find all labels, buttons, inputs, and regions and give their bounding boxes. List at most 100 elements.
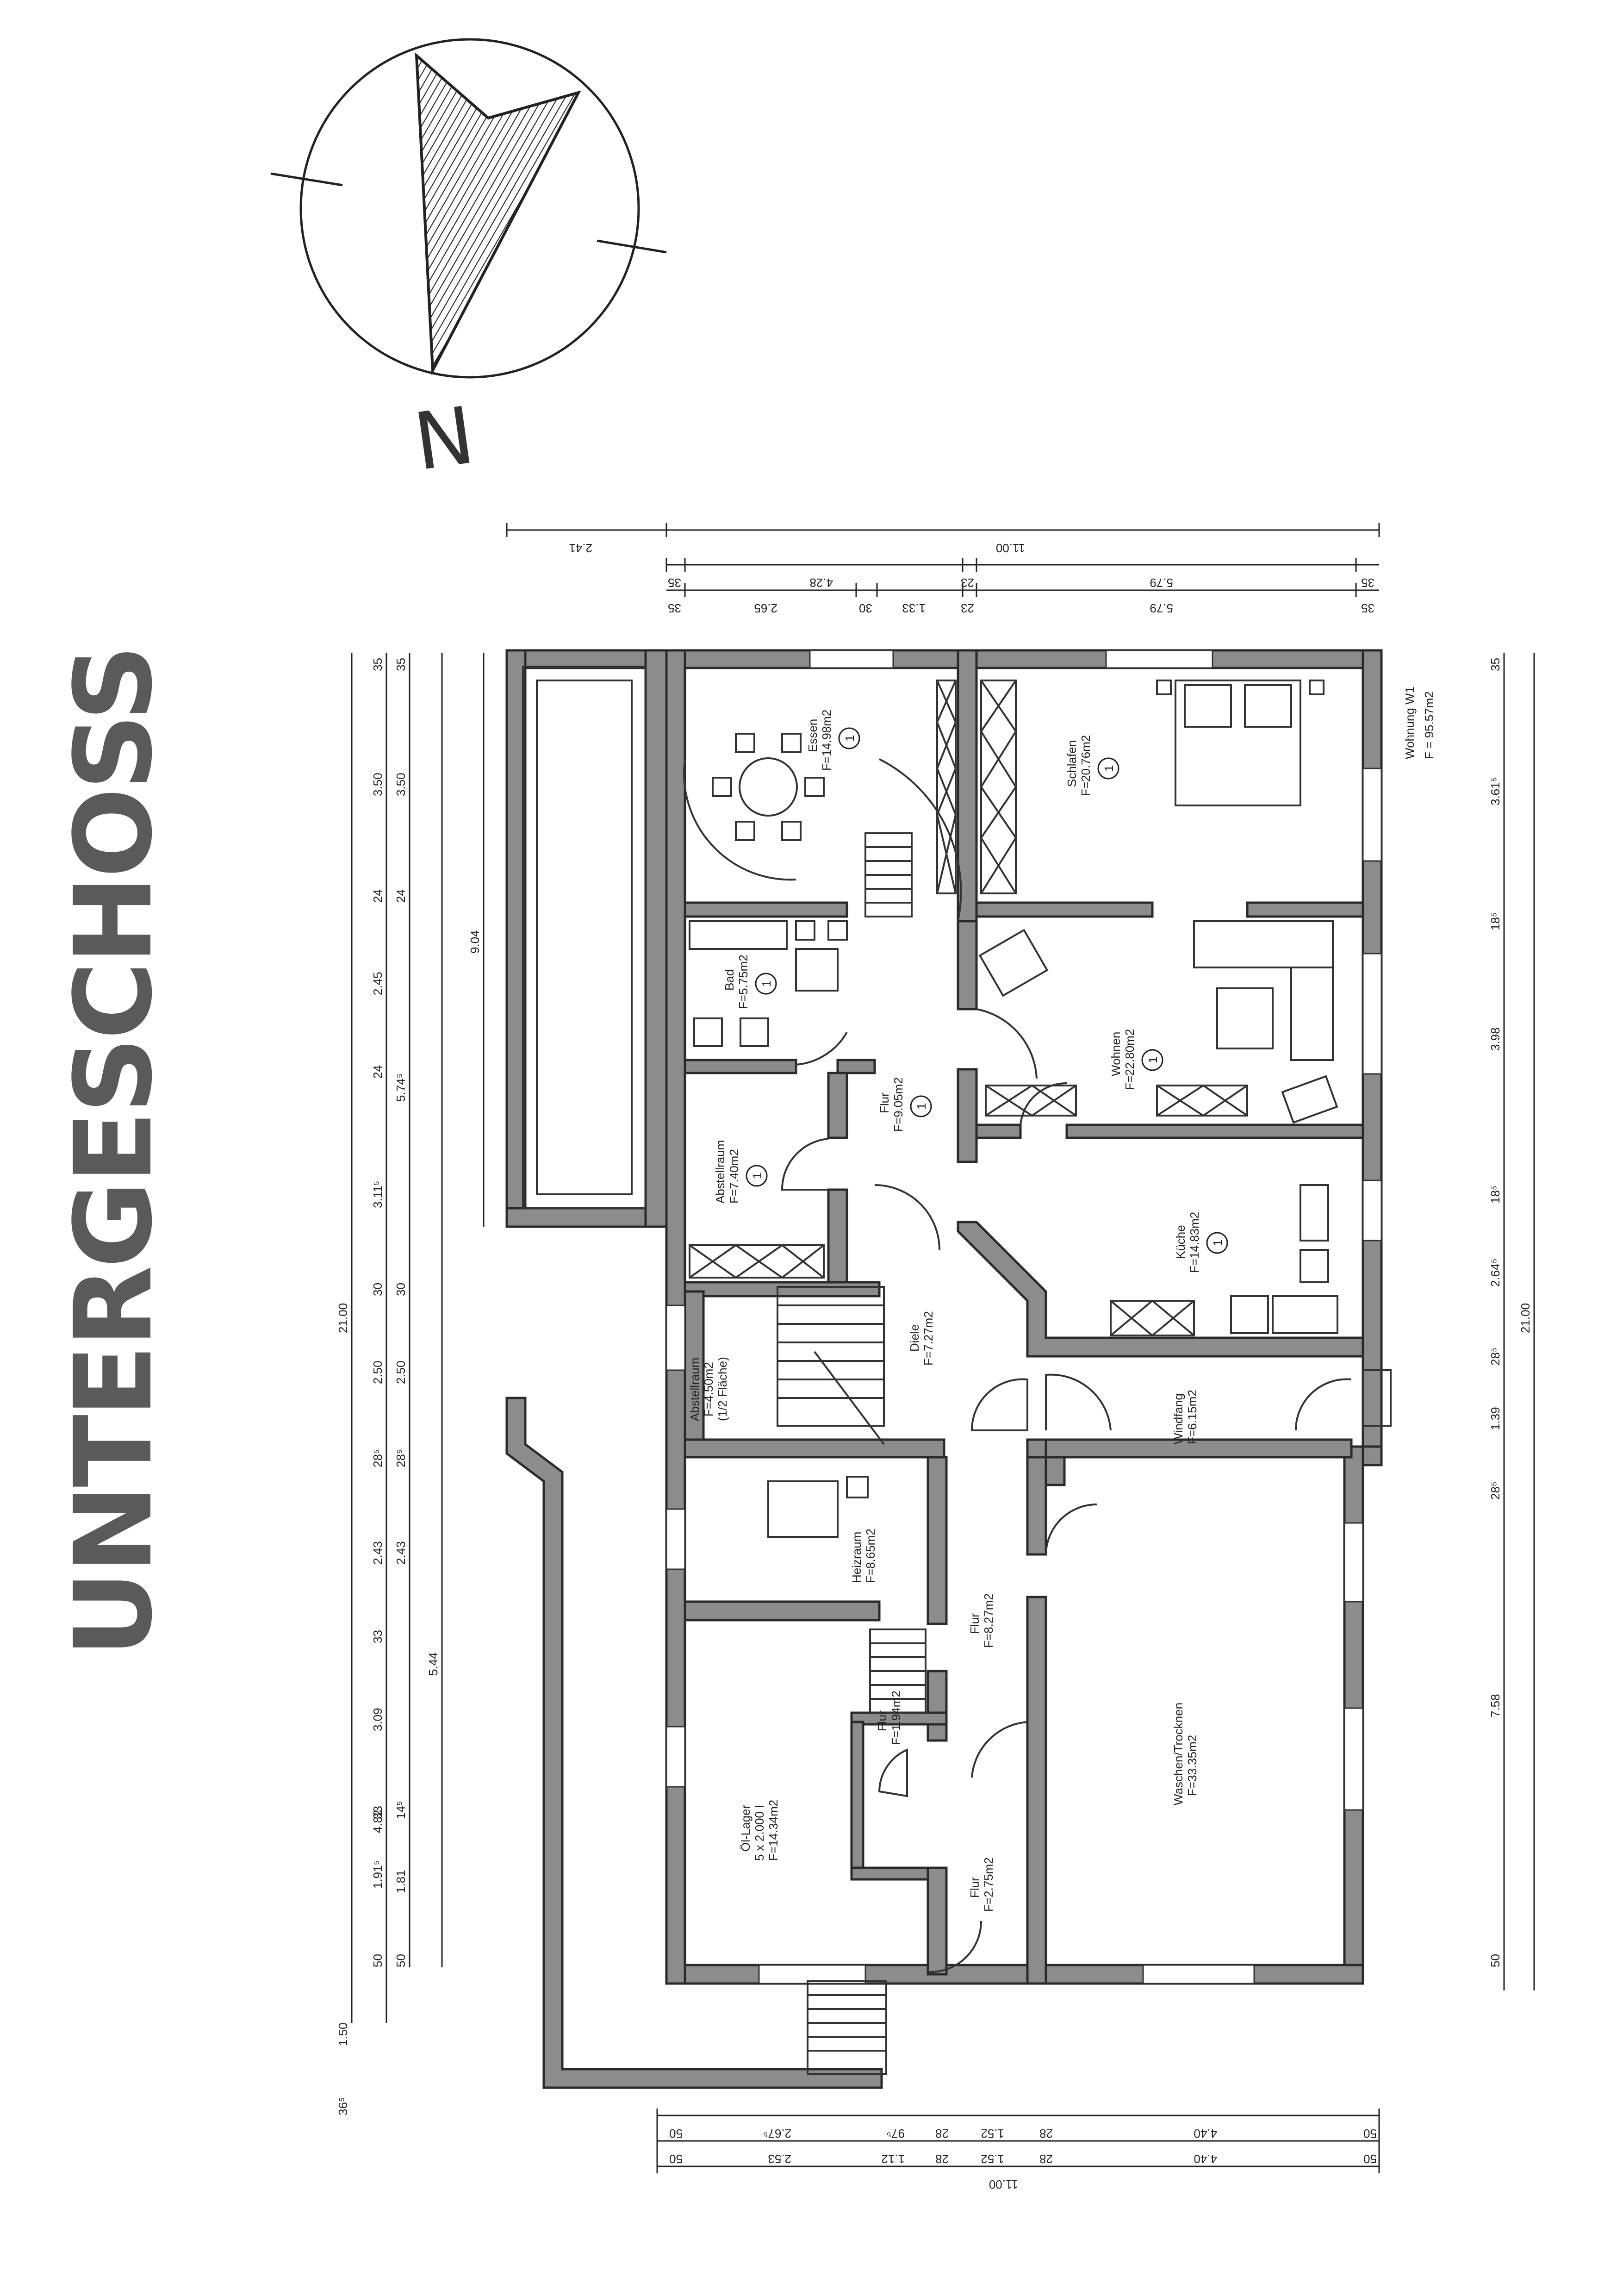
dim-left-c1-5: 3.11⁵ (371, 1181, 385, 1208)
north-arrow-icon (415, 52, 581, 376)
room-diele-area: F=7.27m2 (921, 1311, 935, 1366)
dim-left-c2-6: 28⁵ (394, 1449, 408, 1467)
dim-left-mid2: 5.44 (426, 1652, 440, 1676)
dim-top-row3-2: 30 (859, 601, 872, 615)
doors (683, 758, 1352, 1973)
dim-right-4: 18⁵ (1488, 1185, 1502, 1204)
room-kueche-num: 1 (1211, 1240, 1225, 1246)
apartment-area: F = 95.57m2 (1422, 691, 1436, 759)
room-schlafen-area: F=20.76m2 (1079, 735, 1093, 796)
room-abstell1-name: Abstellraum (713, 1140, 727, 1204)
dim-left-c2-4: 30 (394, 1283, 408, 1296)
dim-left-c2-9: 1.81 (394, 1870, 408, 1893)
room-wohnen: Wohnen F=22.80m2 1 (1109, 1029, 1163, 1090)
room-kueche-name: Küche (1174, 1225, 1188, 1259)
dim-bottom-r1-6: 4.40 (1194, 2127, 1217, 2140)
dim-top-row3-5: 5.79 (1150, 601, 1173, 615)
room-waschen-name: Waschen/Trocknen (1171, 1703, 1185, 1805)
left-dimensions: 21.00 9.04 5.44 4.82 35 3.50 24 2.45 24 … (336, 653, 485, 2115)
room-oellager-line2: 5 x 2.000 l (752, 1805, 766, 1861)
north-compass: N (270, 38, 667, 489)
dim-left-overall: 21.00 (336, 1303, 350, 1333)
dim-bottom-r2-0: 50 (669, 2152, 683, 2166)
dim-bottom-r2-2: 1.12 (881, 2152, 905, 2166)
room-oellager-area: F=14.34m2 (766, 1800, 780, 1861)
dim-left-c2-8: 14⁵ (394, 1801, 408, 1819)
room-flur2: Flur F=8.27m2 (968, 1593, 995, 1648)
dim-bottom-r2-7: 50 (1363, 2152, 1377, 2166)
room-flur4: Flur F=2.75m2 (968, 1857, 995, 1912)
room-essen: Essen F=14.98m2 1 (806, 710, 860, 771)
dim-right-6: 28⁵ (1488, 1347, 1502, 1366)
windows (665, 649, 1382, 1984)
room-schlafen-name: Schlafen (1065, 740, 1079, 787)
dim-top-row3-4: 23 (961, 601, 974, 615)
room-flur1: Flur F=9.05m2 1 (877, 1077, 932, 1132)
room-flur3: Flur F=1.94m2 (875, 1691, 903, 1745)
room-abstell1: Abstellraum F=7.40m2 1 (713, 1140, 768, 1204)
room-bad-name: Bad (722, 969, 736, 991)
dim-left-c2-1: 3.50 (394, 773, 408, 796)
dim-left-c2-0: 35 (394, 658, 408, 671)
room-waschen-area: F=33.35m2 (1185, 1735, 1199, 1796)
dim-top-row2-4: 35 (1361, 576, 1374, 590)
dim-top-row2-0: 35 (668, 576, 681, 590)
room-windfang-name: Windfang (1171, 1393, 1185, 1444)
dim-top-row3-0: 35 (668, 601, 681, 615)
dim-left-mid1: 9.04 (468, 930, 482, 954)
top-dimensions: 2.41 11.00 35 4.28 23 5.79 35 35 2.65 30… (506, 523, 1380, 615)
dim-top-row3-1: 2.65 (754, 601, 777, 615)
dim-bottom-r2-5: 28 (1039, 2152, 1053, 2166)
dim-left-c2-2: 24 (394, 889, 408, 903)
room-windfang-area: F=6.15m2 (1185, 1390, 1199, 1444)
room-flur1-num: 1 (914, 1103, 928, 1110)
room-flur1-name: Flur (877, 1092, 891, 1113)
dim-right-3: 3.98 (1488, 1027, 1502, 1051)
room-heizraum-area: F=8.65m2 (864, 1529, 877, 1583)
dim-bottom-r2-1: 2.53 (768, 2152, 791, 2166)
dim-left-mid3: 4.82 (371, 1809, 385, 1833)
dim-bottom-r1-7: 50 (1363, 2127, 1377, 2140)
dim-left-c2-7: 2.43 (394, 1541, 408, 1565)
dim-left-c1-10: 33 (371, 1630, 385, 1643)
dim-left-c1-1: 3.50 (371, 773, 385, 796)
dim-bottom-r1-1: 2.67⁵ (763, 2127, 791, 2140)
dim-left-c1-6: 30 (371, 1283, 385, 1296)
dim-left-c1-15: 1.50 (336, 2022, 350, 2046)
room-schlafen-num: 1 (1102, 765, 1116, 772)
dim-top-row2-3: 5.79 (1150, 576, 1173, 590)
dim-left-c1-13: 1.91⁵ (371, 1860, 385, 1889)
room-flur4-area: F=2.75m2 (982, 1857, 995, 1912)
room-flur4-name: Flur (968, 1877, 982, 1898)
room-essen-area: F=14.98m2 (820, 710, 833, 771)
dim-bottom-overall: 11.00 (989, 2177, 1018, 2191)
room-bad-area: F=5.75m2 (736, 955, 750, 1009)
room-flur1-area: F=9.05m2 (891, 1077, 905, 1132)
dim-bottom-r1-3: 28 (935, 2127, 949, 2140)
furniture (689, 680, 1392, 2075)
right-dimensions: 21.00 35 3.61⁵ 18⁵ 3.98 18⁵ 2.64⁵ 28⁵ 1.… (1488, 653, 1535, 1990)
room-waschen: Waschen/Trocknen F=33.35m2 (1171, 1703, 1199, 1805)
dim-top-row2-1: 4.28 (809, 576, 833, 590)
bottom-dimensions: 11.00 50 2.67⁵ 97⁵ 28 1.52 28 4.40 50 50… (656, 2109, 1380, 2191)
dim-right-8: 28⁵ (1488, 1481, 1502, 1500)
room-schlafen: Schlafen F=20.76m2 1 (1065, 735, 1119, 796)
dim-bottom-r1-5: 28 (1039, 2127, 1053, 2140)
room-wohnen-name: Wohnen (1109, 1032, 1123, 1076)
room-diele: Diele F=7.27m2 (908, 1311, 935, 1366)
dim-right-2: 18⁵ (1488, 912, 1502, 930)
dim-left-c2-3: 5.74⁵ (394, 1073, 408, 1102)
room-heizraum-name: Heizraum (850, 1532, 864, 1583)
dim-right-1: 3.61⁵ (1488, 777, 1502, 805)
dim-bottom-r1-4: 1.52 (981, 2127, 1004, 2140)
dim-bottom-r2-6: 4.40 (1194, 2152, 1217, 2166)
dim-top-row3-3: 1.33 (902, 601, 926, 615)
dim-left-c2-10: 50 (394, 1954, 408, 1967)
room-bad: Bad F=5.75m2 1 (722, 955, 777, 1009)
dim-right-0: 35 (1488, 658, 1502, 671)
room-abstell2: Abstellraum F=4.50m2 (1/2 Fläche) (688, 1357, 729, 1421)
dim-left-c1-3: 2.45 (371, 972, 385, 995)
storage-units (522, 666, 1248, 1336)
north-label: N (409, 390, 479, 489)
